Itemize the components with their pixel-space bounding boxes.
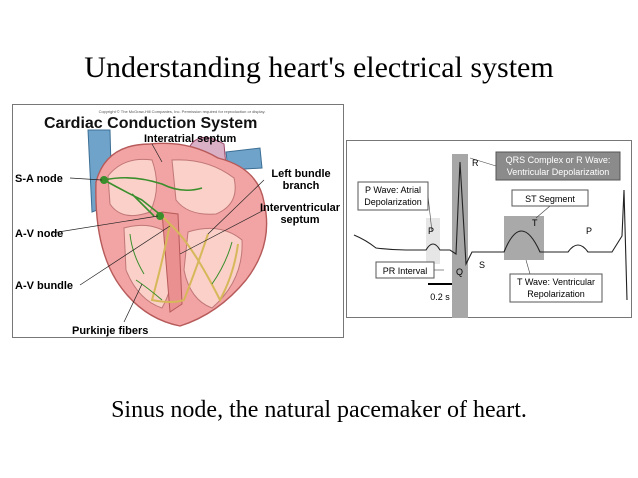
time-scale-label: 0.2 s	[430, 292, 450, 302]
leader-lines	[51, 143, 265, 323]
internodal-pathways	[103, 176, 203, 217]
st-t-highlight-box	[504, 216, 544, 260]
slide-caption: Sinus node, the natural pacemaker of hea…	[111, 397, 527, 423]
copyright-notice: Copyright © The McGraw-Hill Companies, I…	[99, 109, 266, 114]
ecg-trace	[353, 161, 628, 301]
t-wave-label-line2: Repolarization	[527, 289, 585, 299]
slide-title: Understanding heart's electrical system	[84, 51, 554, 84]
label-sa-node: S-A node	[15, 173, 63, 185]
label-interventricular-line1: Interventricular	[260, 202, 341, 214]
label-left-bundle-line2: branch	[283, 180, 320, 192]
wave-label-q: Q	[456, 267, 463, 277]
ecg-leader-lines	[427, 157, 551, 275]
p-wave-callout	[357, 181, 429, 211]
wave-label-p1: P	[428, 226, 434, 236]
qrs-label-line1: QRS Complex or R Wave:	[506, 155, 611, 165]
left-ventricle	[183, 227, 243, 309]
p-wave-highlight	[426, 218, 440, 264]
wave-label-p2: P	[586, 226, 592, 236]
qrs-highlight-band	[452, 154, 468, 318]
pr-interval-label: PR Interval	[383, 266, 428, 276]
label-purkinje-fibers: Purkinje fibers	[72, 325, 148, 337]
sa-node-marker	[100, 176, 108, 184]
p-wave-label-line2: Depolarization	[364, 197, 422, 207]
wave-label-s: S	[479, 260, 485, 270]
ecg-waveform-diagram: QRS Complex or R Wave: Ventricular Depol…	[346, 140, 632, 318]
label-left-bundle-line1: Left bundle	[271, 168, 330, 180]
wave-label-r: R	[472, 158, 479, 168]
p-wave-label-line1: P Wave: Atrial	[365, 185, 421, 195]
label-av-node: A-V node	[15, 228, 63, 240]
label-av-bundle: A-V bundle	[15, 280, 73, 292]
purkinje-network	[129, 233, 233, 301]
wave-label-t: T	[532, 218, 538, 228]
label-interatrial-septum: Interatrial septum	[144, 133, 237, 145]
qrs-callout	[495, 151, 621, 181]
t-wave-callout	[509, 273, 603, 303]
t-wave-label-line1: T Wave: Ventricular	[517, 277, 595, 287]
left-atrium	[171, 159, 236, 215]
qrs-label-line2: Ventricular Depolarization	[507, 167, 610, 177]
st-segment-label: ST Segment	[525, 194, 575, 204]
label-interventricular-line2: septum	[280, 214, 319, 226]
cardiac-conduction-diagram: Copyright © The McGraw-Hill Companies, I…	[12, 104, 344, 338]
av-node-marker	[156, 212, 164, 220]
heart-figure-title: Cardiac Conduction System	[44, 115, 257, 132]
